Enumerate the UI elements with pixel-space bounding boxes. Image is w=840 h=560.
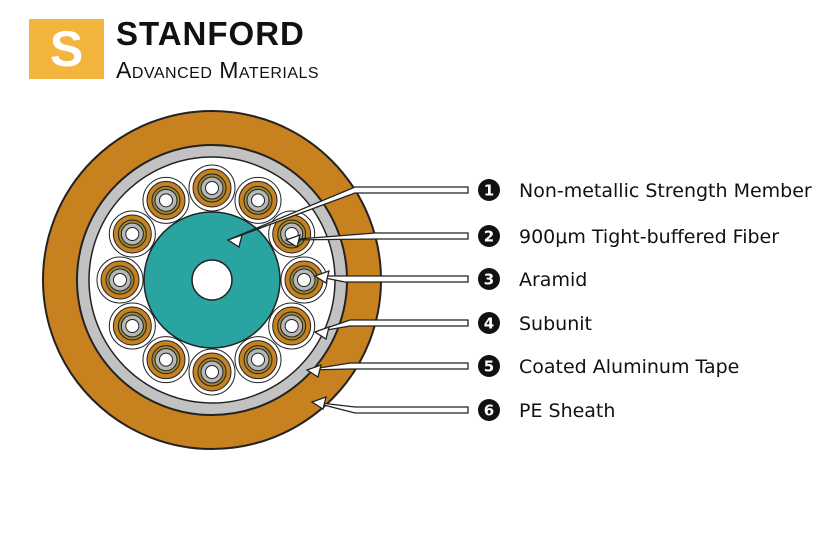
fiber-core [205, 181, 219, 195]
fiber-core [251, 193, 265, 208]
label-text: PE Sheath [519, 400, 615, 422]
subunit [108, 210, 156, 258]
label-number: 3 [484, 271, 494, 289]
label-list: 1 Non-metallic Strength Member 2 900μm Tigh… [478, 179, 812, 422]
fiber-core [205, 365, 219, 379]
subunit [142, 176, 190, 224]
subunit [108, 302, 156, 350]
cable-cross-section [42, 110, 382, 450]
label-text: Coated Aluminum Tape [519, 356, 739, 378]
leader-line [314, 275, 469, 283]
label-number: 2 [484, 228, 494, 246]
leader-line [311, 401, 469, 414]
label-number-badge [478, 225, 500, 247]
label-number-badge [478, 355, 500, 377]
label-item: 2 900μm Tight-buffered Fiber [478, 225, 779, 248]
subunit [188, 164, 236, 212]
label-number: 4 [484, 315, 494, 333]
label-number: 5 [484, 358, 494, 376]
fiber-core [125, 227, 140, 241]
fiber-core [159, 352, 173, 367]
arrow-head [284, 233, 301, 249]
logo-mark: S [29, 19, 104, 79]
logo-letter: S [49, 21, 84, 77]
label-item: 3 Aramid [478, 268, 587, 291]
fiber-core [297, 273, 311, 287]
subunit [234, 336, 282, 384]
leader-line [227, 186, 469, 241]
label-number: 6 [484, 402, 494, 420]
leader-line [285, 232, 469, 241]
arrow-head [226, 233, 243, 249]
label-item: 1 Non-metallic Strength Member [478, 179, 812, 202]
brand-name: STANFORD [116, 15, 305, 52]
arrow-head [313, 325, 330, 341]
subunit [268, 210, 316, 258]
label-item: 5 Coated Aluminum Tape [478, 355, 739, 378]
label-text: Subunit [519, 313, 592, 335]
label-text: Non-metallic Strength Member [519, 180, 812, 202]
fiber-core [125, 319, 140, 333]
label-text: Aramid [519, 269, 587, 291]
arrow-head [313, 269, 330, 285]
subunit [280, 256, 328, 304]
fiber-core [113, 273, 127, 287]
fiber-core [159, 193, 173, 208]
label-item: 6 PE Sheath [478, 399, 615, 422]
fiber-core [284, 319, 299, 333]
fiber-core [251, 352, 265, 367]
leader-line [306, 362, 469, 371]
label-number: 1 [484, 182, 494, 200]
subunit [268, 302, 316, 350]
arrow-head [310, 395, 327, 411]
leader-lines [226, 186, 469, 414]
center-hole [191, 259, 233, 301]
label-text: 900μm Tight-buffered Fiber [519, 226, 779, 248]
label-number-badge [478, 312, 500, 334]
leader-line [314, 319, 469, 333]
label-number-badge [478, 268, 500, 290]
label-number-badge [478, 399, 500, 421]
arrow-head [305, 363, 322, 379]
label-number-badge [478, 179, 500, 201]
subunit [188, 348, 236, 396]
label-item: 4 Subunit [478, 312, 592, 335]
brand-tagline: Advanced Materials [116, 57, 320, 83]
subunit [234, 176, 282, 224]
subunit [96, 256, 144, 304]
subunit [142, 336, 190, 384]
